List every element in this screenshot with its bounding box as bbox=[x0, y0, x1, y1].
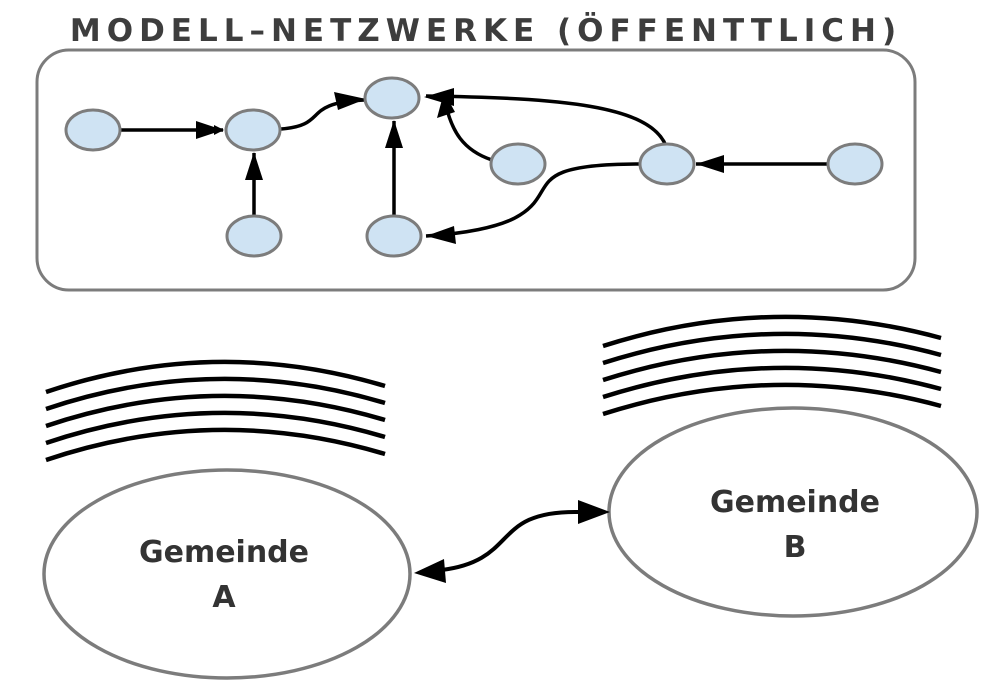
community-link-arrowhead-b bbox=[578, 500, 610, 524]
line-stack-left bbox=[45, 359, 386, 463]
community-link-arrowhead-a bbox=[414, 559, 446, 583]
line-stack-right bbox=[602, 314, 942, 417]
network-panel bbox=[35, 48, 917, 292]
network-node bbox=[64, 108, 122, 152]
arrowhead-n8-from-n9 bbox=[696, 155, 724, 173]
network-node bbox=[224, 108, 282, 152]
community-a-ellipse bbox=[42, 468, 412, 680]
arrowhead-n2-from-below bbox=[245, 152, 263, 180]
network-node bbox=[365, 214, 423, 258]
community-a-label-line1: Gemeinde bbox=[139, 535, 309, 570]
arrowhead-n6-from-n8 bbox=[426, 226, 456, 244]
arrowhead-n3-from-n2 bbox=[334, 92, 366, 110]
community-b-label-line2: B bbox=[784, 530, 807, 565]
diagram-title: MODELL–NETZWERKE (ÖFFENTTLICH) bbox=[70, 12, 902, 49]
network-node bbox=[826, 142, 884, 186]
edge-n8-n3-upper bbox=[425, 94, 668, 147]
edge-n8-n6 bbox=[425, 162, 641, 238]
network-node bbox=[638, 142, 696, 186]
arrowhead-n3-from-n7 bbox=[437, 92, 455, 118]
arrowhead-n2-in bbox=[196, 121, 223, 139]
community-b-label-line1: Gemeinde bbox=[710, 485, 880, 520]
network-node bbox=[363, 76, 421, 120]
network-node bbox=[225, 214, 283, 258]
network-node bbox=[489, 142, 547, 186]
community-link bbox=[441, 509, 581, 572]
arrowhead-n3-from-below bbox=[385, 120, 403, 148]
community-a-label-line2: A bbox=[212, 580, 236, 615]
